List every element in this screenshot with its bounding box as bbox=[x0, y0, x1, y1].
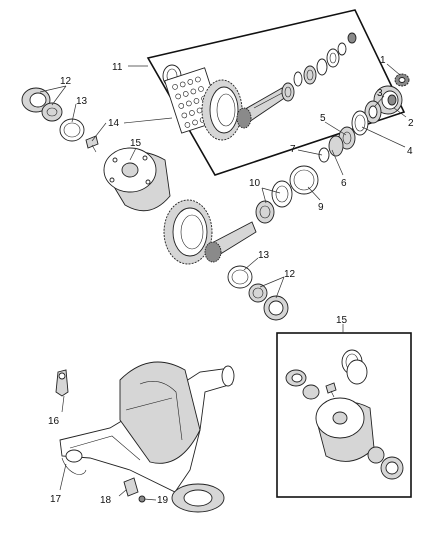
callout-13-top: 13 bbox=[76, 96, 88, 107]
callout-7: 7 bbox=[290, 144, 296, 155]
diff-bearing-cone-left bbox=[41, 102, 63, 122]
pinion-shim bbox=[289, 165, 319, 195]
pinion-seal bbox=[364, 100, 382, 124]
callout-4: 4 bbox=[407, 146, 413, 157]
axle-housing bbox=[59, 361, 235, 513]
inner-pinion-bearing bbox=[255, 200, 275, 224]
diff-bearing-cup-left bbox=[21, 87, 51, 113]
callout-19: 19 bbox=[157, 495, 169, 506]
diff-shim-right bbox=[227, 265, 253, 289]
ring-gear bbox=[163, 199, 213, 265]
vent-fitting bbox=[55, 369, 69, 397]
callout-2: 2 bbox=[408, 118, 414, 129]
diff-bearing-cup-right bbox=[263, 295, 289, 321]
callout-5: 5 bbox=[320, 113, 326, 124]
callout-10: 10 bbox=[249, 178, 261, 189]
ring-pinion-kit-frame bbox=[146, 9, 406, 176]
slinger bbox=[351, 110, 369, 136]
diff-bearing-cone-right bbox=[248, 283, 268, 303]
leader-lines bbox=[39, 63, 407, 501]
collapsible-spacer bbox=[318, 147, 330, 163]
kit-pinion-gear bbox=[236, 87, 287, 129]
callout-17: 17 bbox=[50, 494, 62, 505]
differential-assembly-inset-frame bbox=[276, 332, 412, 498]
ring-gear-bolt bbox=[85, 135, 99, 153]
kit-ring-gear bbox=[201, 79, 243, 141]
callout-1: 1 bbox=[380, 55, 386, 66]
callout-12-top: 12 bbox=[60, 76, 72, 87]
pinion-gear bbox=[204, 221, 257, 263]
axle-vent-hose bbox=[61, 457, 87, 475]
callout-11: 11 bbox=[112, 62, 123, 73]
bracket bbox=[123, 477, 139, 497]
pinion-bearing-cup bbox=[271, 180, 293, 208]
inset-bearing-cup bbox=[285, 369, 307, 387]
inset-shim-rings bbox=[341, 349, 368, 385]
callout-15-inset: 15 bbox=[336, 315, 348, 326]
inset-bearing-cone bbox=[302, 384, 320, 400]
callout-12-bottom: 12 bbox=[284, 269, 296, 280]
kit-bearings-and-shims bbox=[281, 32, 357, 102]
callout-6: 6 bbox=[341, 178, 347, 189]
callout-3: 3 bbox=[377, 88, 383, 99]
callout-14: 14 bbox=[108, 118, 120, 129]
callout-13-bottom: 13 bbox=[258, 250, 270, 261]
inset-differential-case bbox=[315, 397, 375, 462]
callout-18: 18 bbox=[100, 495, 112, 506]
callout-9: 9 bbox=[318, 202, 324, 213]
pinion-flange bbox=[373, 85, 403, 115]
inset-right-bearing bbox=[367, 446, 404, 480]
differential-case bbox=[103, 147, 171, 212]
inset-bolt bbox=[325, 382, 337, 398]
pinion-nut bbox=[394, 73, 410, 87]
callout-15-top: 15 bbox=[130, 138, 142, 149]
diff-shim-left bbox=[59, 118, 85, 142]
callout-16: 16 bbox=[48, 416, 60, 427]
outer-pinion-bearing bbox=[328, 126, 356, 157]
